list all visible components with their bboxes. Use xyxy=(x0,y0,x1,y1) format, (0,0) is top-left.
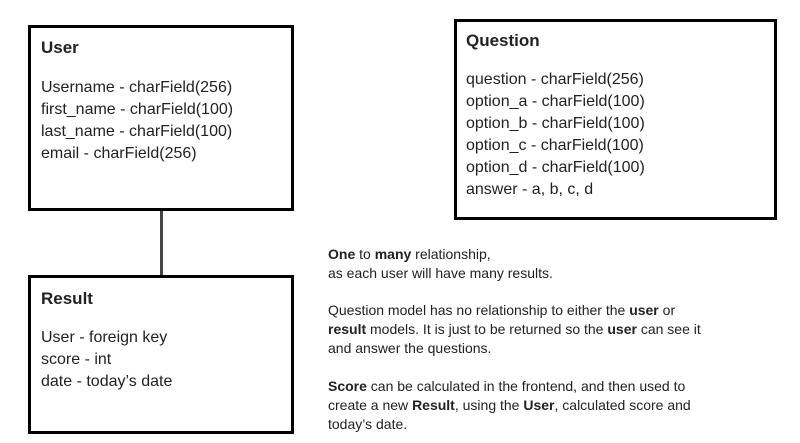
result-field: score - int xyxy=(41,351,112,368)
result-field-list: User - foreign key score - int date - to… xyxy=(41,327,281,393)
user-field: email - charField(256) xyxy=(41,145,197,162)
note-emphasis: user xyxy=(607,321,637,337)
question-entity-box: Question question - charField(256) optio… xyxy=(454,19,777,220)
note-text: or xyxy=(658,302,676,318)
user-field: Username - charField(256) xyxy=(41,79,233,96)
question-field: answer - a, b, c, d xyxy=(466,181,594,198)
user-entity-title: User xyxy=(41,38,79,57)
note-emphasis: result xyxy=(328,321,367,337)
note-text: can be calculated in the frontend, and t… xyxy=(366,378,686,394)
user-result-relationship-line xyxy=(160,211,163,275)
question-field: question - charField(256) xyxy=(466,71,644,88)
note-text: , calculated score and xyxy=(554,397,691,413)
note-emphasis: many xyxy=(374,246,412,262)
note-text: , using the xyxy=(454,397,524,413)
question-entity-title: Question xyxy=(466,31,540,50)
note-text: Question model has no relationship to ei… xyxy=(328,302,630,318)
user-field-list: Username - charField(256) first_name - c… xyxy=(41,77,281,165)
note-text: create a new xyxy=(328,397,413,413)
note-text: can see it xyxy=(636,321,701,337)
note-text: models. It is just to be returned so the xyxy=(366,321,608,337)
question-field: option_c - charField(100) xyxy=(466,137,644,154)
user-entity-box: User Username - charField(256) first_nam… xyxy=(28,25,294,211)
relationship-note: One to many relationship, as each user wi… xyxy=(328,245,553,283)
note-emphasis: Result xyxy=(412,397,455,413)
user-field: last_name - charField(100) xyxy=(41,123,233,140)
question-field: option_a - charField(100) xyxy=(466,93,645,110)
result-entity-title: Result xyxy=(41,289,93,308)
result-field: User - foreign key xyxy=(41,329,168,346)
score-note: Score can be calculated in the frontend,… xyxy=(328,377,788,434)
note-text: to xyxy=(355,246,375,262)
note-emphasis: Score xyxy=(328,378,367,394)
note-text: and answer the questions. xyxy=(328,340,492,356)
question-field-list: question - charField(256) option_a - cha… xyxy=(466,69,765,201)
result-entity-box: Result User - foreign key score - int da… xyxy=(28,275,294,434)
question-field: option_b - charField(100) xyxy=(466,115,645,132)
note-text: today’s date. xyxy=(328,416,408,432)
question-model-note: Question model has no relationship to ei… xyxy=(328,301,788,358)
note-text: relationship, xyxy=(411,246,491,262)
result-field: date - today’s date xyxy=(41,373,173,390)
user-field: first_name - charField(100) xyxy=(41,101,234,118)
note-emphasis: One xyxy=(328,246,356,262)
note-emphasis: user xyxy=(629,302,659,318)
note-emphasis: User xyxy=(523,397,555,413)
question-field: option_d - charField(100) xyxy=(466,159,645,176)
note-text: as each user will have many results. xyxy=(328,265,553,281)
